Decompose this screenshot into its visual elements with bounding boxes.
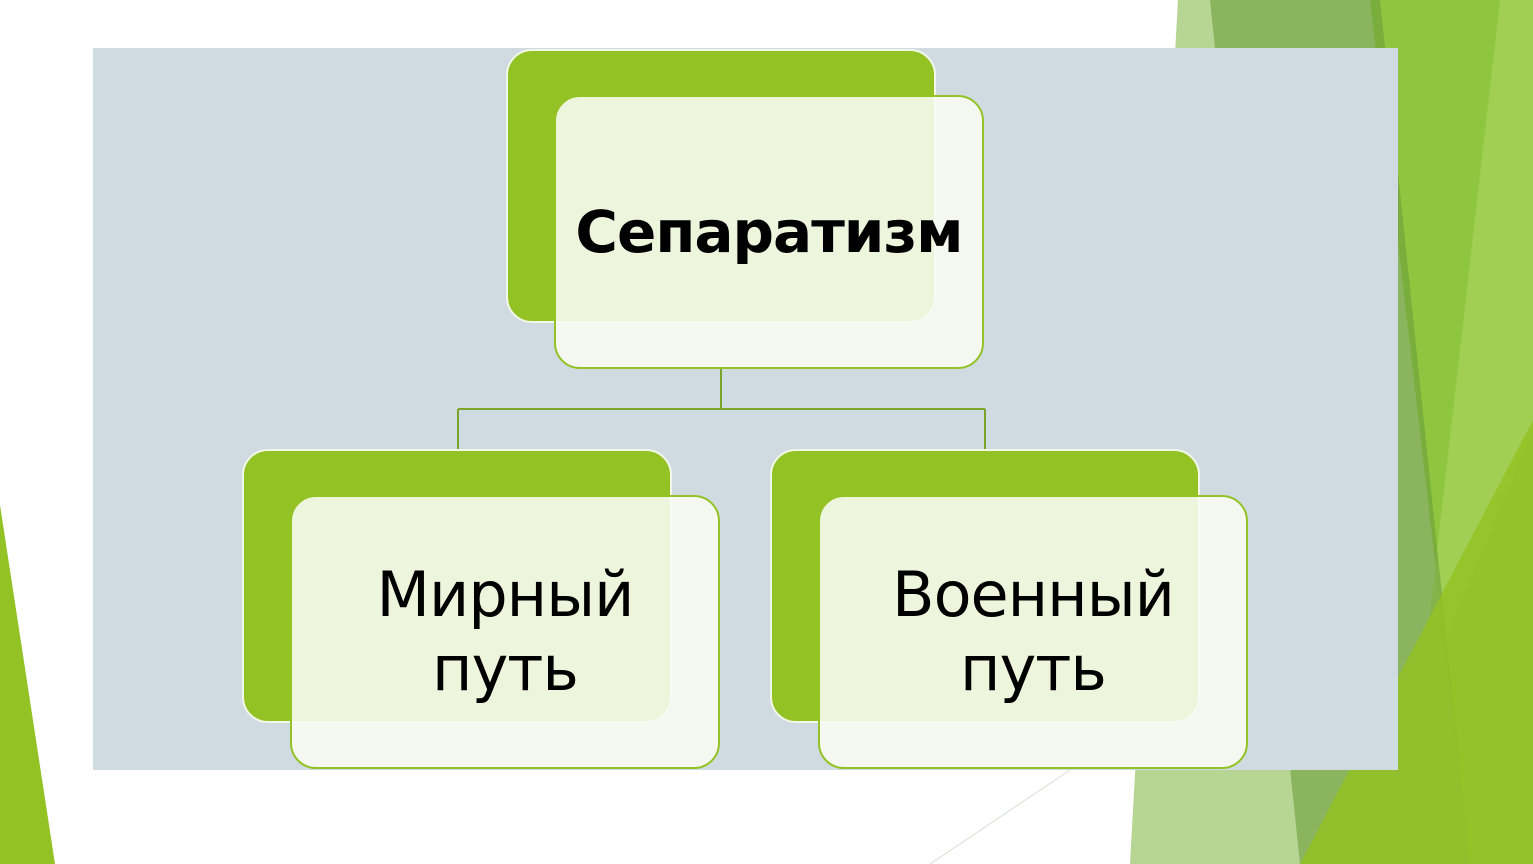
- decor-right-shard-3: [1420, 0, 1533, 700]
- node-military-path-label: Военный путь: [892, 558, 1175, 705]
- decor-left-shard: [0, 505, 55, 864]
- node-military-path: Военный путь: [770, 449, 1248, 769]
- node-root: Сепаратизм: [506, 49, 984, 369]
- node-peaceful-path-card: Мирный путь: [290, 495, 720, 769]
- node-military-path-card: Военный путь: [818, 495, 1248, 769]
- node-root-card: Сепаратизм: [554, 95, 984, 369]
- node-peaceful-path-label: Мирный путь: [376, 558, 635, 705]
- node-root-label: Сепаратизм: [575, 198, 963, 266]
- decor-thin-line: [929, 769, 1071, 864]
- node-peaceful-path: Мирный путь: [242, 449, 720, 769]
